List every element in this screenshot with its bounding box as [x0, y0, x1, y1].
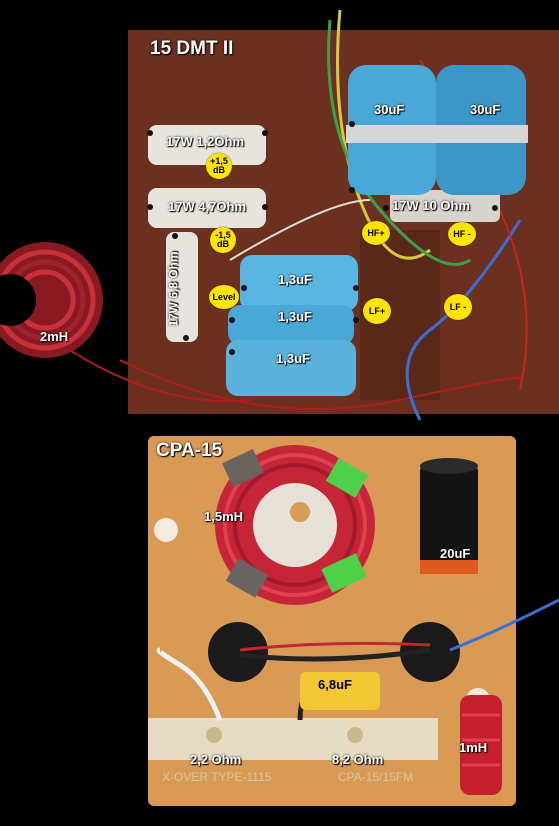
wire-blue	[405, 219, 522, 421]
capacitor-body	[228, 305, 354, 345]
solder-lug	[347, 727, 363, 743]
resistor-body	[148, 188, 266, 228]
coil-2mh-label: 2mH	[40, 329, 69, 344]
bottom-crossover-photo	[148, 436, 559, 806]
wire-yellow	[336, 9, 431, 260]
badge-level: Level	[209, 285, 239, 309]
badge-minus-1-5-db: -1,5 dB	[210, 227, 236, 253]
coil-2mh	[0, 242, 103, 358]
wire-black	[239, 647, 431, 662]
terminal	[208, 622, 268, 682]
wire-green	[327, 19, 471, 266]
capacitor-body	[240, 255, 358, 311]
mounting-hole	[154, 518, 178, 542]
capacitor-30uf-left-label: 30uF	[374, 102, 405, 117]
top-board-title: 15 DMT II	[150, 38, 234, 59]
resistor-2-2-label: 2,2 Ohm	[190, 752, 242, 767]
board-print-type: X-OVER TYPE-1115	[162, 770, 272, 784]
capacitor-1-3-bottom-label: 1,3uF	[276, 351, 310, 366]
resistor-8-2-label: 8,2 Ohm	[332, 752, 384, 767]
wire-red	[119, 359, 524, 410]
wire-white	[156, 647, 223, 721]
badge-lf-minus: LF -	[444, 294, 472, 320]
resistor-4-label: 17W 10 Ohm	[392, 198, 471, 213]
capacitor-6-8uf	[300, 672, 380, 710]
badge-plus-1-5-db: +1,5 dB	[206, 153, 232, 179]
capacitor-20uf	[420, 458, 478, 574]
solder-lug	[206, 727, 222, 743]
board-print-model: CPA-15/15FM	[338, 770, 414, 784]
capacitor-6-8uf-label: 6,8uF	[318, 677, 352, 692]
wire-blue	[449, 598, 559, 652]
capacitor-30uf-right-label: 30uF	[470, 102, 501, 117]
wire-red	[239, 641, 431, 652]
badge-lf-plus: LF+	[363, 298, 391, 324]
resistor-3-label: 17W 6,8 Ohm	[166, 251, 181, 327]
badge-hf-minus: HF -	[448, 222, 476, 246]
capacitor-1-3-top-label: 1,3uF	[278, 272, 312, 287]
coil-1mh-label: 1mH	[459, 740, 488, 755]
coil-1-5mh	[215, 445, 375, 605]
coil-1mh	[460, 695, 502, 795]
resistor-1-label: 17W 1,2Ohm	[166, 134, 245, 149]
badge-hf-plus: HF+	[362, 221, 390, 245]
resistor-2-label: 17W 4,7Ohm	[168, 199, 247, 214]
top-crossover-photo	[0, 9, 559, 421]
resistor-body	[166, 232, 198, 342]
capacitor-20uf-label: 20uF	[440, 546, 471, 561]
capacitor-body	[226, 340, 356, 396]
solder-points	[147, 121, 498, 355]
wire-white	[229, 199, 371, 261]
resistor-body	[390, 190, 500, 222]
capacitor-1-3-mid-label: 1,3uF	[278, 309, 312, 324]
coil-1-5mh-label: 1,5mH	[204, 509, 244, 524]
capacitor-strap	[346, 125, 528, 143]
board-edge-strip	[148, 718, 438, 760]
resistor-body	[148, 125, 266, 165]
bottom-board-title: CPA-15	[156, 440, 223, 461]
